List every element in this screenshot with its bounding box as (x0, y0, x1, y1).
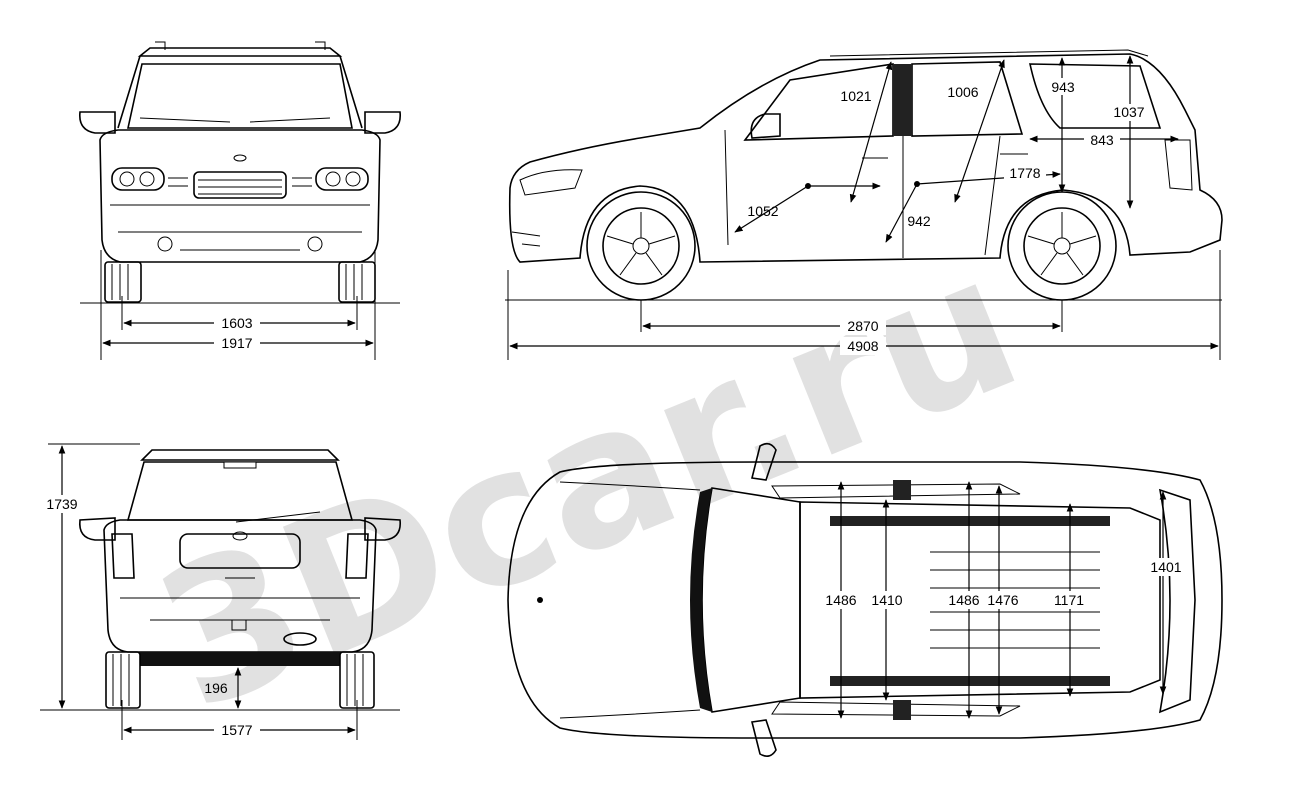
rear-track-label: 1577 (221, 722, 252, 738)
overall-length-label: 4908 (847, 338, 878, 354)
dim-1006-label: 1006 (947, 84, 978, 100)
front-view: 1603 1917 (78, 41, 402, 360)
dim-1486a-label: 1486 (825, 592, 856, 608)
dim-1037-label: 1037 (1113, 104, 1144, 120)
dim-1021-label: 1021 (840, 88, 871, 104)
front-wheel (586, 191, 696, 301)
dim-942-label: 942 (907, 213, 931, 229)
dim-1171-label: 1171 (1054, 592, 1084, 608)
dim-1401-label: 1401 (1150, 559, 1181, 575)
dim-1410-label: 1410 (871, 592, 902, 608)
front-track-label: 1603 (221, 315, 252, 331)
dim-1778-label: 1778 (1009, 165, 1040, 181)
dim-1486b-label: 1486 (948, 592, 979, 608)
overall-width-label: 1917 (221, 335, 252, 351)
dim-943-label: 943 (1051, 79, 1075, 95)
overall-height-label: 1739 (46, 496, 77, 512)
dim-843-label: 843 (1090, 132, 1114, 148)
dim-1052-label: 1052 (747, 203, 778, 219)
ground-clearance-label: 196 (204, 680, 228, 696)
rear-view: 1739 196 1577 (40, 443, 402, 740)
rear-wheel (1007, 191, 1117, 301)
top-view: 1486 1410 1486 1476 1171 1401 (507, 442, 1223, 758)
wheelbase-label: 2870 (847, 318, 878, 334)
side-view: 1021 1006 943 1037 843 1778 1052 942 287… (505, 49, 1223, 360)
dim-1476-label: 1476 (987, 592, 1018, 608)
